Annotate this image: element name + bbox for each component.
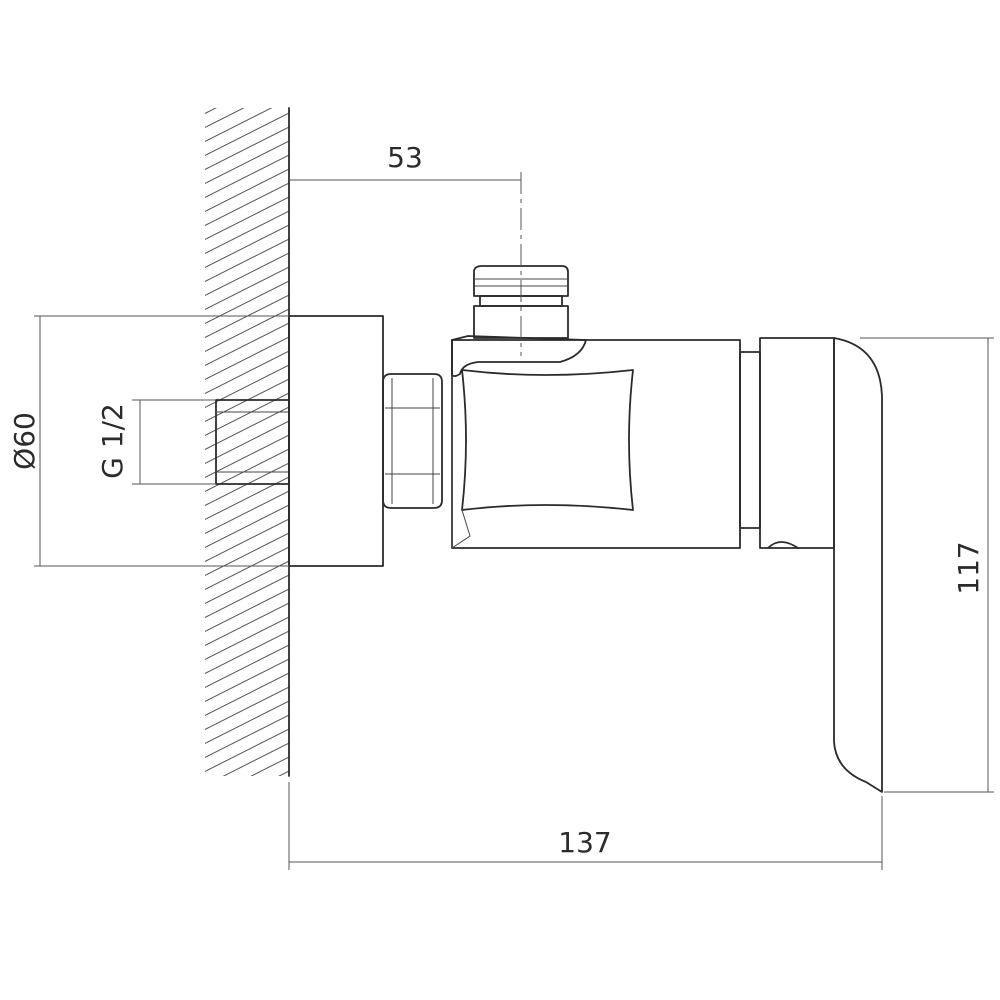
hatch-line — [205, 336, 289, 381]
hatch-line — [205, 490, 289, 535]
valve-body-outline — [451, 339, 741, 549]
hatch-line — [205, 350, 289, 395]
dimension-flange-diameter-label: Ø60 — [8, 412, 41, 470]
dimension-height-label: 117 — [952, 541, 985, 594]
hatch-line — [205, 112, 289, 157]
hatch-line — [205, 630, 289, 675]
hatch-line — [205, 280, 289, 325]
hatch-line — [205, 672, 289, 717]
dimension-flange-diameter: Ø60 — [8, 315, 289, 567]
hatch-line — [205, 532, 289, 577]
hatch-line — [205, 108, 217, 115]
hatch-line — [205, 364, 289, 409]
hatch-line — [205, 252, 289, 297]
handle-pivot — [767, 541, 799, 549]
hatch-line — [205, 728, 289, 773]
hatch-line — [205, 616, 289, 661]
hatch-line — [205, 658, 289, 703]
wall-hatch — [200, 12, 295, 776]
hatch-line — [205, 322, 289, 367]
dimension-offset: 53 — [289, 141, 522, 356]
dimension-thread-label: G 1/2 — [96, 403, 129, 479]
dimension-depth-label: 137 — [558, 826, 611, 859]
hex-nut-outline — [382, 373, 443, 509]
hatch-line — [200, 54, 295, 102]
dimension-height: 117 — [860, 337, 994, 793]
valve-body-front-face — [461, 369, 634, 511]
hatch-line — [205, 140, 289, 185]
hatch-line — [205, 168, 289, 213]
hatch-line — [205, 108, 245, 129]
wall-flange — [288, 315, 384, 567]
hatch-line — [205, 700, 289, 745]
hatch-line — [205, 154, 289, 199]
wall — [200, 12, 295, 777]
hatch-line — [205, 392, 289, 437]
hatch-line — [200, 26, 295, 74]
hatch-line — [205, 518, 289, 563]
hatch-line — [200, 12, 295, 60]
hatch-line — [205, 406, 289, 451]
valve-body-front-cap — [451, 335, 587, 377]
hatch-line — [205, 504, 289, 549]
hatch-line — [222, 742, 289, 776]
hatch-line — [205, 238, 289, 283]
hatch-line — [200, 40, 295, 88]
outlet-fitting-cap — [473, 265, 569, 297]
hatch-line — [205, 644, 289, 689]
hatch-line — [205, 308, 289, 353]
hatch-line — [278, 770, 289, 776]
hatch-line — [205, 196, 289, 241]
lever-handle — [759, 337, 883, 793]
hatch-line — [205, 108, 273, 143]
hatch-line — [205, 574, 289, 619]
hatch-line — [250, 756, 289, 776]
hatch-line — [205, 210, 289, 255]
dimension-offset-label: 53 — [387, 141, 423, 174]
hatch-line — [205, 224, 289, 269]
hatch-line — [205, 714, 289, 759]
hatch-line — [205, 434, 289, 479]
hatch-line — [205, 546, 289, 591]
valve-body-collar — [739, 351, 761, 529]
hatch-line — [205, 266, 289, 311]
hatch-line — [205, 476, 289, 521]
dimension-depth: 137 — [288, 782, 883, 870]
valve-body-edge — [451, 509, 471, 549]
hatch-line — [205, 448, 289, 493]
handle-lever — [833, 337, 883, 793]
hatch-line — [205, 182, 289, 227]
dimension-thread: G 1/2 — [96, 399, 216, 485]
handle-hub — [759, 337, 835, 549]
hatch-line — [205, 560, 289, 605]
valve-body — [451, 335, 761, 549]
hex-nut — [382, 373, 443, 509]
hatch-line — [205, 126, 289, 171]
hatch-line — [205, 588, 289, 633]
hatch-line — [205, 686, 289, 731]
hatch-line — [205, 420, 289, 465]
hatch-line — [205, 602, 289, 647]
